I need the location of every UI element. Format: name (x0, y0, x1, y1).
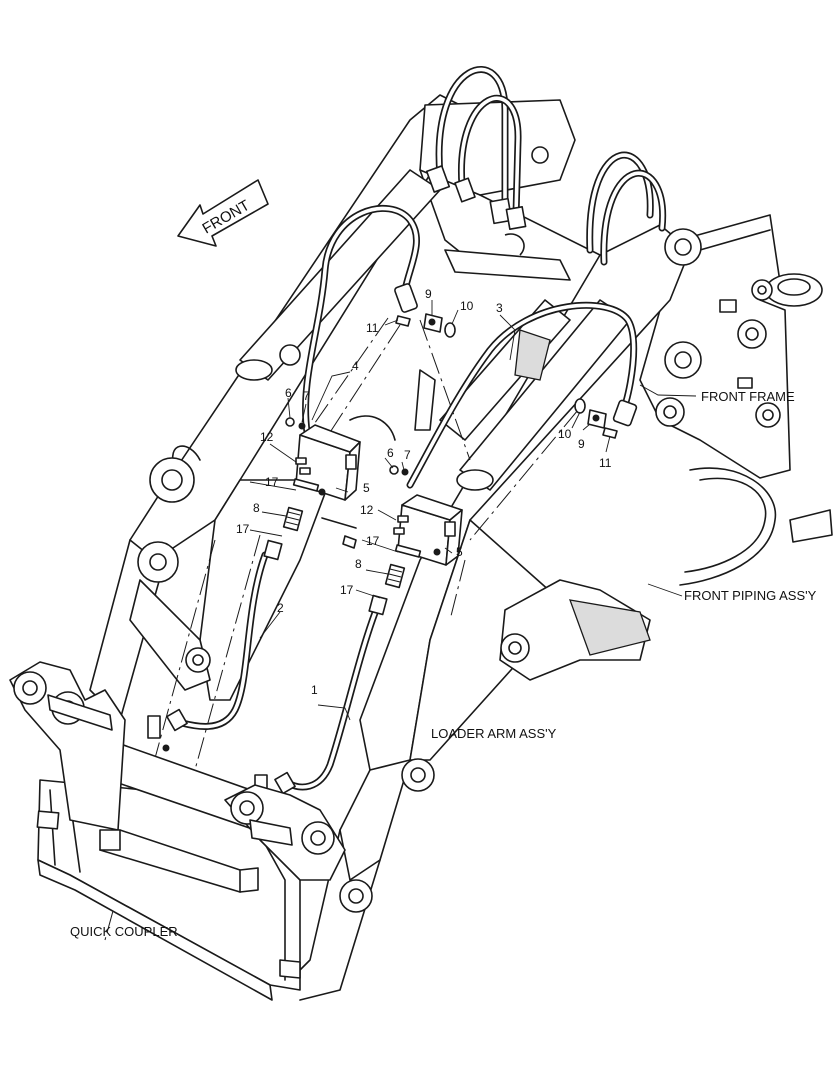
callout-10-right: 10 (558, 427, 572, 441)
hose-2 (174, 551, 269, 730)
callout-5-right: 5 (456, 545, 463, 559)
label-front-frame: FRONT FRAME (701, 389, 795, 404)
callout-numbers: 1 2 3 4 5 5 6 7 6 7 8 8 9 9 10 10 11 11 … (236, 287, 612, 697)
label-quick-coupler: QUICK COUPLER (70, 924, 178, 939)
callout-7-right: 7 (404, 448, 411, 462)
upper-hose-loops (425, 66, 667, 266)
callout-12-left: 12 (260, 430, 274, 444)
callout-11-right: 11 (599, 456, 612, 470)
label-front-piping: FRONT PIPING ASS'Y (684, 588, 817, 603)
callout-10-top: 10 (460, 299, 474, 313)
front-direction-arrow: FRONT (177, 179, 269, 247)
callout-1: 1 (311, 683, 318, 697)
hose-1 (284, 601, 382, 791)
callout-3: 3 (496, 301, 503, 315)
callout-2: 2 (277, 601, 284, 615)
callout-17-c: 17 (366, 534, 380, 548)
valve-block-5-right (394, 494, 463, 566)
callout-12-right: 12 (360, 503, 374, 517)
callout-6-left: 6 (285, 386, 292, 400)
quick-coupler (9, 661, 346, 1001)
callout-17-d: 17 (340, 583, 354, 597)
callout-5-left: 5 (363, 481, 370, 495)
callout-9-right: 9 (578, 437, 585, 451)
callout-leaders (249, 300, 697, 721)
callout-11-top: 11 (366, 321, 379, 335)
callout-8-right: 8 (355, 557, 362, 571)
hose-4 (302, 204, 420, 436)
valve-block-5-left (292, 424, 361, 501)
callout-17-a: 17 (265, 475, 279, 489)
callout-9-top: 9 (425, 287, 432, 301)
callout-8-left: 8 (253, 501, 260, 515)
callout-7-left: 7 (303, 389, 310, 403)
callout-6-right: 6 (387, 446, 394, 460)
label-loader-arm: LOADER ARM ASS'Y (431, 726, 557, 741)
callout-17-b: 17 (236, 522, 250, 536)
callout-4: 4 (352, 359, 359, 373)
assembly-labels: FRONT FRAME FRONT PIPING ASS'Y LOADER AR… (70, 389, 817, 939)
hose-3 (406, 301, 638, 489)
